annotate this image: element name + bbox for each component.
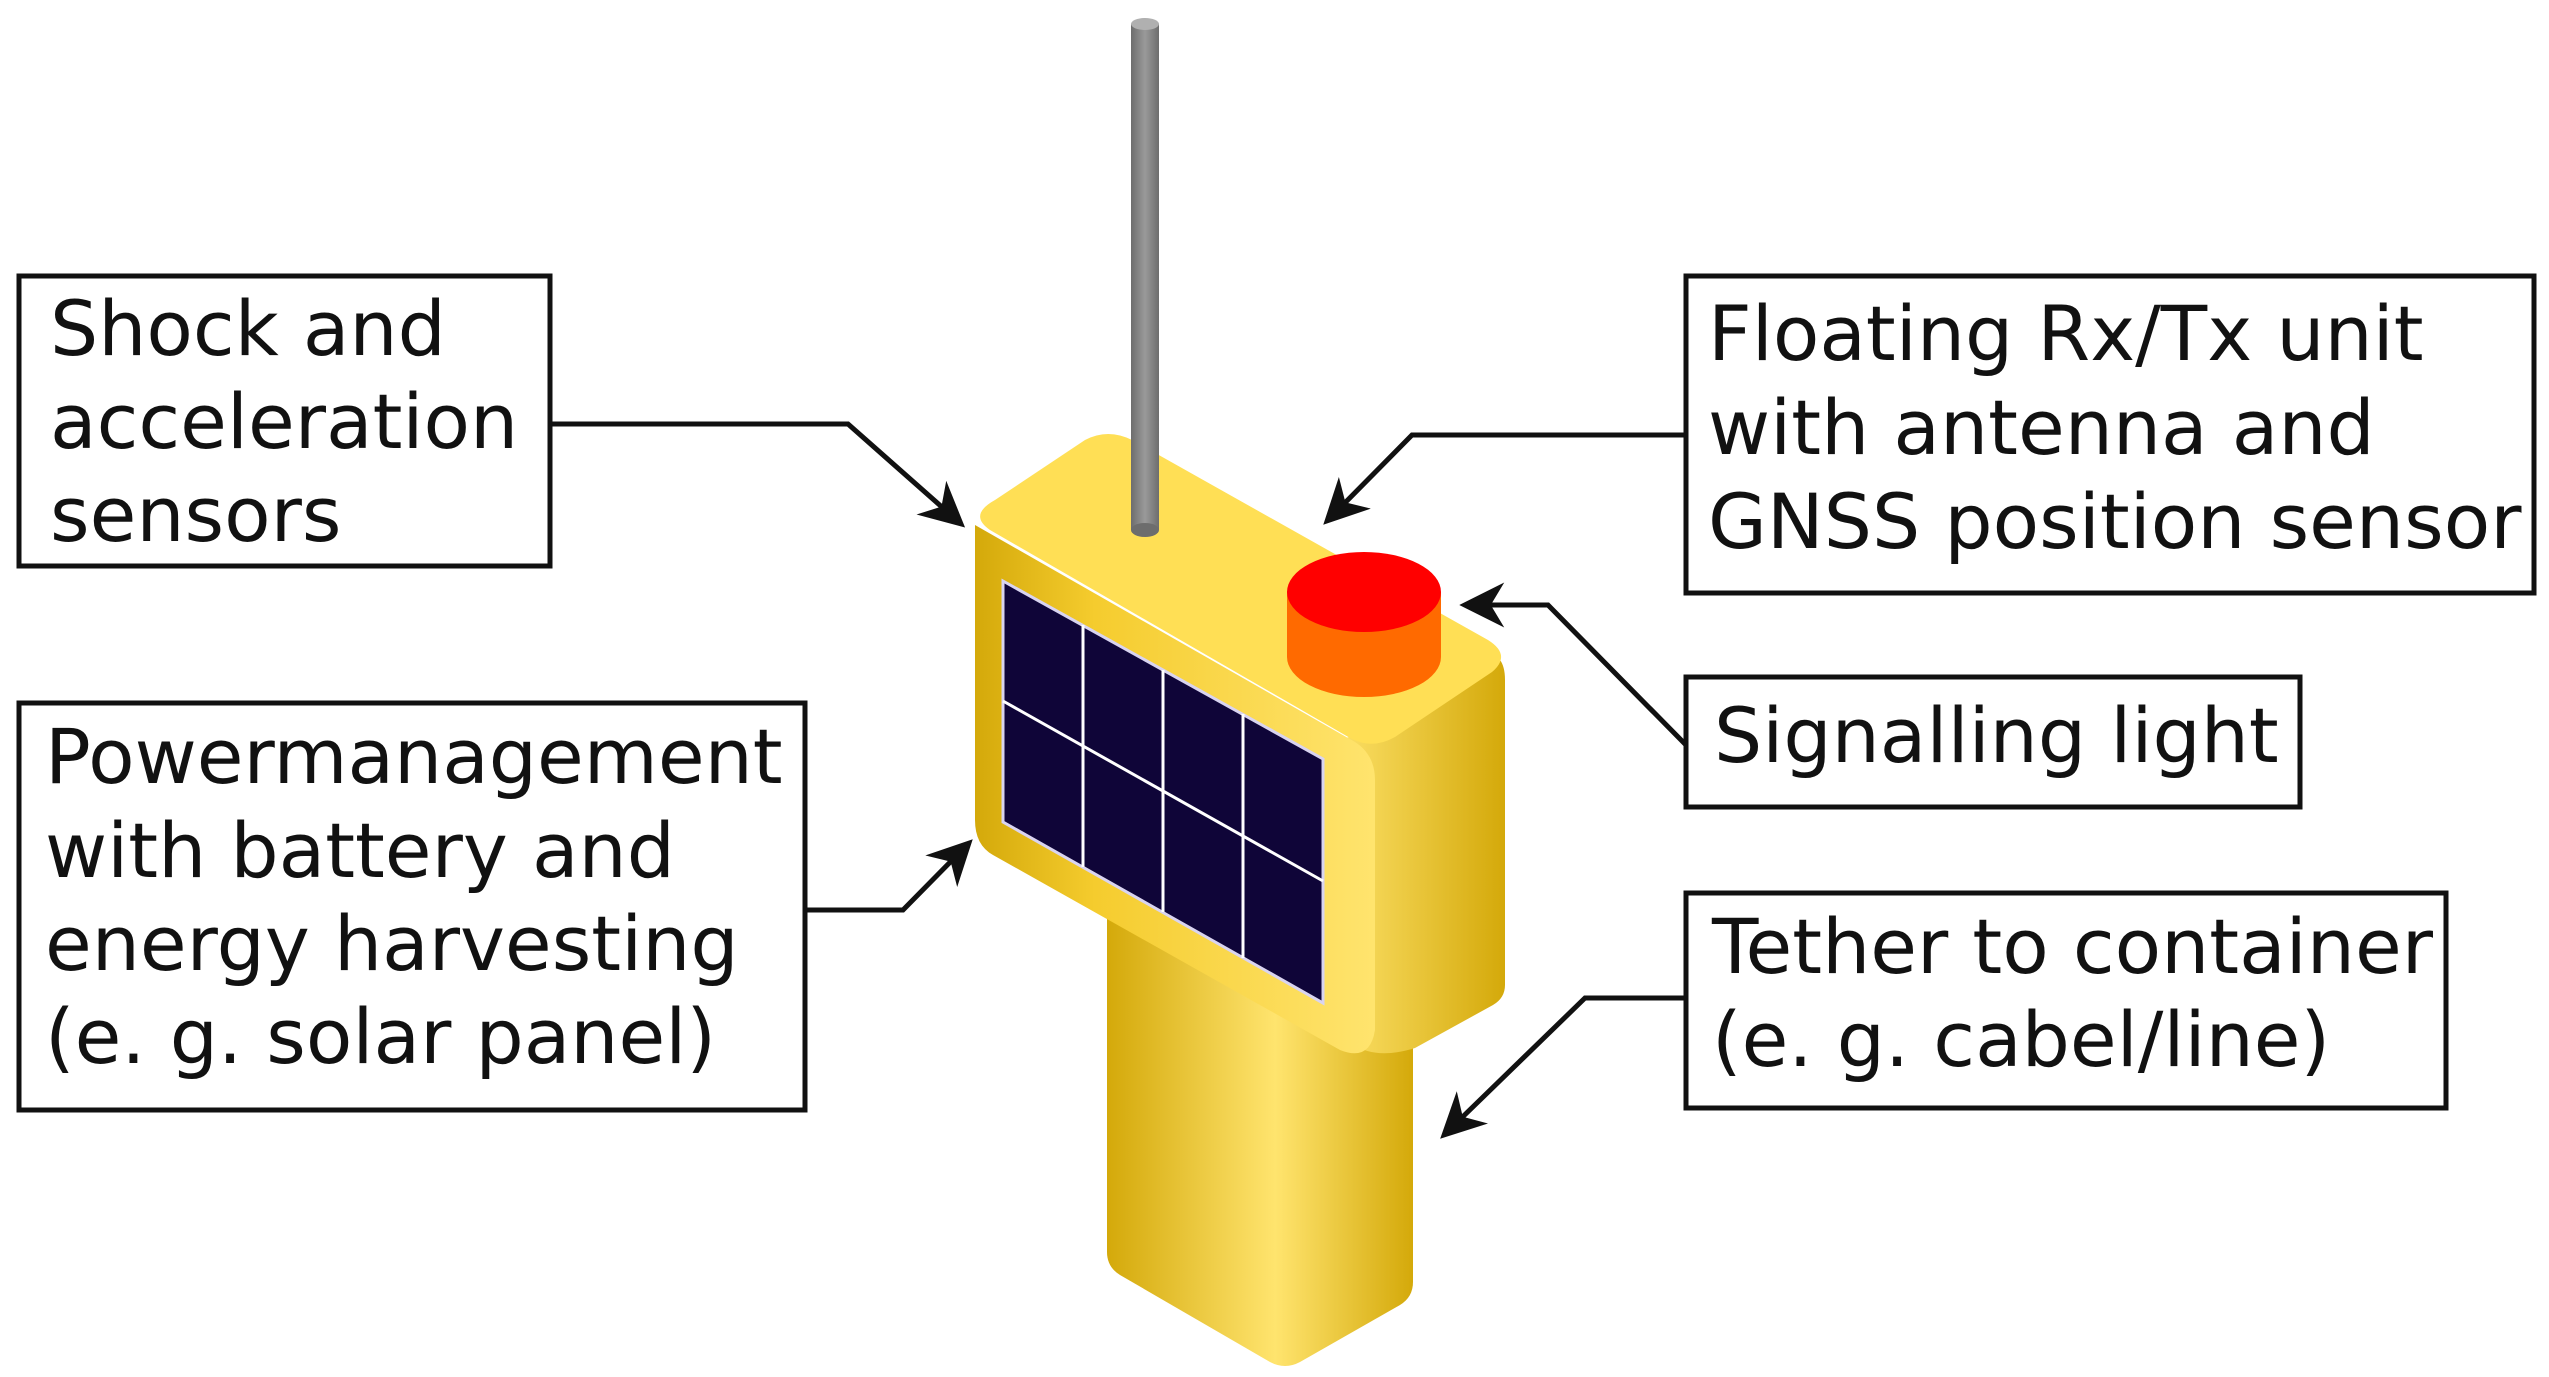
signal-light-icon xyxy=(1287,552,1441,697)
label-power-management: Powermanagement with battery and energy … xyxy=(16,700,808,1113)
label-signalling-light: Signalling light xyxy=(1683,674,2303,810)
signal-light-leader xyxy=(1459,582,1688,747)
floating-unit-leader xyxy=(1323,432,1686,525)
label-tether-line-1: Tether to container xyxy=(1711,902,2434,991)
tether-leader xyxy=(1440,995,1686,1139)
label-floating-line-3: GNSS position sensor xyxy=(1708,477,2522,566)
label-power-line-4: (e. g. solar panel) xyxy=(45,992,716,1081)
label-floating-unit: Floating Rx/Tx unit with antenna and GNS… xyxy=(1683,273,2537,596)
label-power-line-2: with battery and xyxy=(45,806,675,895)
label-tether-line-2: (e. g. cabel/line) xyxy=(1712,995,2330,1084)
solar-panel-icon xyxy=(1001,578,1325,1006)
antenna-icon xyxy=(1131,18,1159,537)
shock-sensors-leader xyxy=(550,421,966,528)
label-power-line-3: energy harvesting xyxy=(45,899,739,988)
label-shock-sensors: Shock and acceleration sensors xyxy=(16,273,553,569)
label-tether: Tether to container (e. g. cabel/line) xyxy=(1683,890,2449,1111)
label-shock-line-1: Shock and xyxy=(50,284,446,373)
power-leader xyxy=(805,839,973,913)
label-light-line-1: Signalling light xyxy=(1714,691,2279,780)
label-floating-line-2: with antenna and xyxy=(1708,383,2375,472)
label-floating-line-1: Floating Rx/Tx unit xyxy=(1708,289,2424,378)
floating-beacon-icon xyxy=(975,18,1505,1366)
label-power-line-1: Powermanagement xyxy=(45,712,783,801)
label-shock-line-2: acceleration xyxy=(50,377,518,466)
label-shock-line-3: sensors xyxy=(50,470,341,559)
